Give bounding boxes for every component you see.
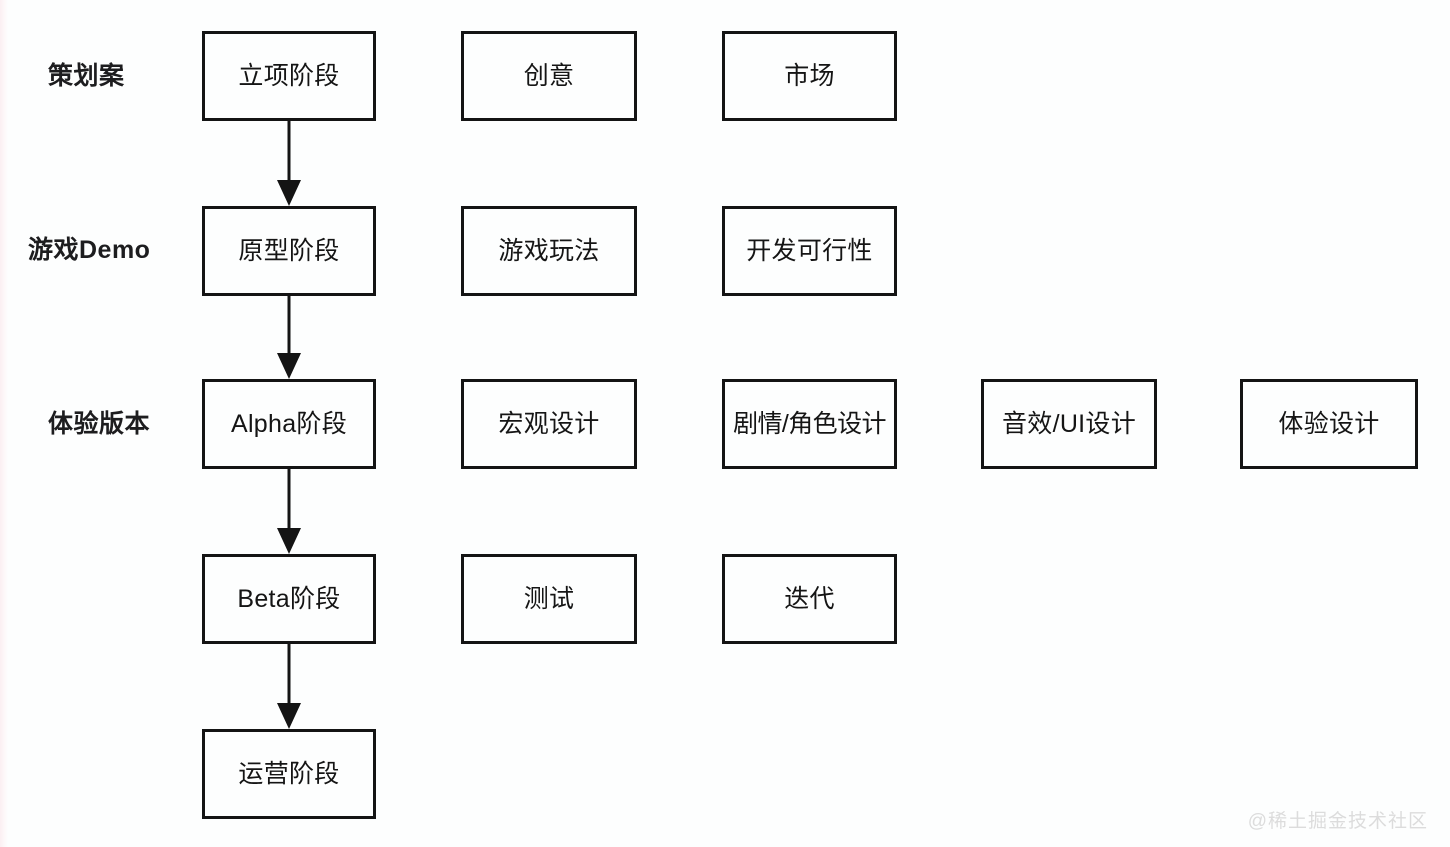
node-story-character-design[interactable]: 剧情/角色设计 xyxy=(722,379,897,469)
node-market[interactable]: 市场 xyxy=(722,31,897,121)
node-label: 运营阶段 xyxy=(238,759,340,788)
row-label-experience-version: 体验版本 xyxy=(48,410,151,438)
arrowhead-alpha-beta xyxy=(277,528,301,554)
node-testing[interactable]: 测试 xyxy=(461,554,637,644)
node-label: 体验设计 xyxy=(1278,409,1380,438)
node-stage-operations[interactable]: 运营阶段 xyxy=(202,729,376,819)
node-label: 迭代 xyxy=(784,584,835,613)
arrowhead-beta-operations xyxy=(277,703,301,729)
row-label-game-demo: 游戏Demo xyxy=(28,236,151,264)
node-label: 创意 xyxy=(523,61,575,90)
node-label: 宏观设计 xyxy=(498,409,600,438)
node-stage-alpha[interactable]: Alpha阶段 xyxy=(202,379,376,469)
node-label: 音效/UI设计 xyxy=(1001,409,1137,438)
node-experience-design[interactable]: 体验设计 xyxy=(1240,379,1418,469)
node-label: Alpha阶段 xyxy=(230,409,348,438)
node-iteration[interactable]: 迭代 xyxy=(722,554,897,644)
node-macro-design[interactable]: 宏观设计 xyxy=(461,379,637,469)
node-label: 测试 xyxy=(523,584,575,613)
node-development-feasibility[interactable]: 开发可行性 xyxy=(722,206,897,296)
node-label: Beta阶段 xyxy=(237,584,341,613)
arrowhead-initiation-prototype xyxy=(277,180,301,206)
node-label: 开发可行性 xyxy=(746,236,873,265)
arrowhead-prototype-alpha xyxy=(277,353,301,379)
node-creativity[interactable]: 创意 xyxy=(461,31,637,121)
node-gameplay[interactable]: 游戏玩法 xyxy=(461,206,637,296)
node-stage-initiation[interactable]: 立项阶段 xyxy=(202,31,376,121)
node-label: 剧情/角色设计 xyxy=(733,409,886,438)
node-label: 原型阶段 xyxy=(238,236,340,265)
row-label-planning: 策划案 xyxy=(48,62,125,90)
node-stage-beta[interactable]: Beta阶段 xyxy=(202,554,376,644)
node-stage-prototype[interactable]: 原型阶段 xyxy=(202,206,376,296)
node-label: 立项阶段 xyxy=(238,61,340,90)
node-label: 游戏玩法 xyxy=(498,236,600,265)
node-audio-ui-design[interactable]: 音效/UI设计 xyxy=(981,379,1157,469)
watermark-text: @稀土掘金技术社区 xyxy=(1247,811,1428,832)
node-label: 市场 xyxy=(784,61,835,90)
